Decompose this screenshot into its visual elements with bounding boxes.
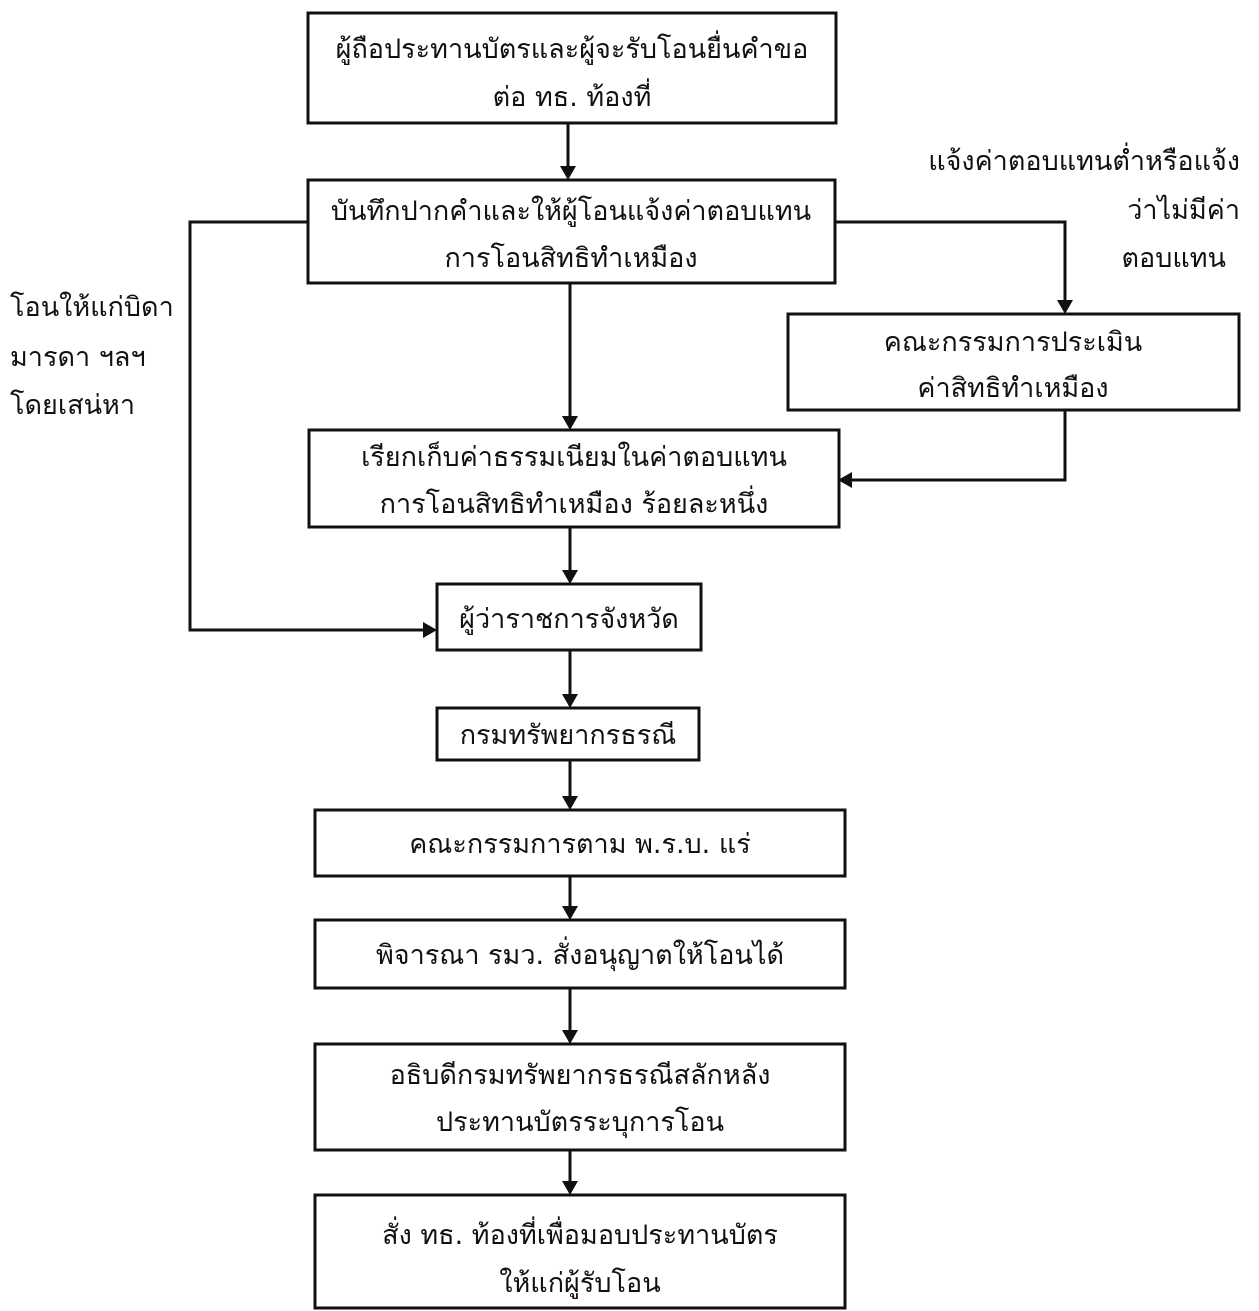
arrowhead-minister [562,906,578,920]
arrowhead-fee [562,416,578,430]
node-director-endorse-line-1: อธิบดีกรมทรัพยากรธรณีสลักหลัง [390,1060,771,1091]
node-mineral-department-label: กรมทรัพยากรธรณี [460,720,677,751]
node-director-endorse-line-2: ประทานบัตรระบุการโอน [436,1107,724,1139]
edge-label-transfer-to-family-line-1: โอนให้แก่บิดา [10,291,174,323]
node-provincial-governor: ผู้ว่าราชการจังหวัด [435,582,703,652]
node-assessment-committee-line-2: ค่าสิทธิทำเหมือง [917,373,1108,404]
arrowhead-department [562,694,578,708]
node-applicant-request: ผู้ถือประทานบัตรและผู้จะรับโอนยื่นคำขอ ต… [306,11,838,125]
arrowhead-director [562,1030,578,1044]
arrowhead-deliver [562,1181,578,1195]
node-director-endorse: อธิบดีกรมทรัพยากรธรณีสลักหลัง ประทานบัตร… [313,1042,847,1152]
node-applicant-request-line-1: ผู้ถือประทานบัตรและผู้จะรับโอนยื่นคำขอ [336,30,809,65]
edge-record-to-committee [835,220,1067,302]
edge-label-notify-compensation: แจ้งค่าตอบแทนต่ำหรือแจ้ง ว่าไม่มีค่า ตอบ… [928,142,1240,274]
arrowhead-fee-from-committee [838,472,852,488]
node-record-statement-line-2: การโอนสิทธิทำเหมือง [444,243,697,274]
node-act-committee: คณะกรรมการตาม พ.ร.บ. แร่ [313,808,847,878]
edge-label-transfer-to-family: โอนให้แก่บิดา มารดา ฯลฯ โดยเสน่หา [10,291,174,421]
node-mineral-department: กรมทรัพยากรธรณี [435,706,701,762]
node-deliver-license-line-1: สั่ง ทธ. ท้องที่เพื่อมอบประทานบัตร [382,1216,778,1251]
arrowhead-act-committee [562,796,578,810]
node-collect-fee: เรียกเก็บค่าธรรมเนียมในค่าตอบแทน การโอนส… [307,428,841,529]
node-collect-fee-line-2: การโอนสิทธิทำเหมือง ร้อยละหนึ่ง [380,485,769,520]
node-applicant-request-line-2: ต่อ ทธ. ท้องที่ [493,78,652,113]
node-minister-consider-label: พิจารณา รมว. สั่งอนุญาตให้โอนได้ [376,936,784,972]
node-provincial-governor-label: ผู้ว่าราชการจังหวัด [459,604,679,635]
node-collect-fee-line-1: เรียกเก็บค่าธรรมเนียมในค่าตอบแทน [361,439,787,473]
node-record-statement: บันทึกปากคำและให้ผู้โอนแจ้งค่าตอบแทน การ… [306,178,837,285]
arrowhead-record [560,166,576,180]
arrowhead-governor [562,570,578,584]
edge-committee-to-fee [850,410,1067,482]
node-assessment-committee: คณะกรรมการประเมิน ค่าสิทธิทำเหมือง [786,312,1241,412]
node-deliver-license: สั่ง ทธ. ท้องที่เพื่อมอบประทานบัตร ให้แก… [313,1193,847,1310]
edge-label-notify-compensation-line-3: ตอบแทน [1121,243,1226,274]
arrowhead-committee [1057,300,1073,314]
edge-label-notify-compensation-line-1: แจ้งค่าตอบแทนต่ำหรือแจ้ง [928,142,1240,177]
node-act-committee-label: คณะกรรมการตาม พ.ร.บ. แร่ [409,829,751,860]
node-deliver-license-line-2: ให้แก่ผู้รับโอน [499,1267,660,1299]
node-record-statement-line-1: บันทึกปากคำและให้ผู้โอนแจ้งค่าตอบแทน [331,195,811,227]
node-minister-consider: พิจารณา รมว. สั่งอนุญาตให้โอนได้ [313,918,847,990]
edge-label-transfer-to-family-line-2: มารดา ฯลฯ [10,342,146,373]
node-assessment-committee-line-1: คณะกรรมการประเมิน [884,327,1142,358]
edge-label-notify-compensation-line-2: ว่าไม่มีค่า [1127,195,1240,226]
edge-record-to-governor-bypass [188,220,425,632]
edge-label-transfer-to-family-line-3: โดยเสน่หา [10,390,135,421]
arrowhead-governor-bypass [423,622,437,638]
